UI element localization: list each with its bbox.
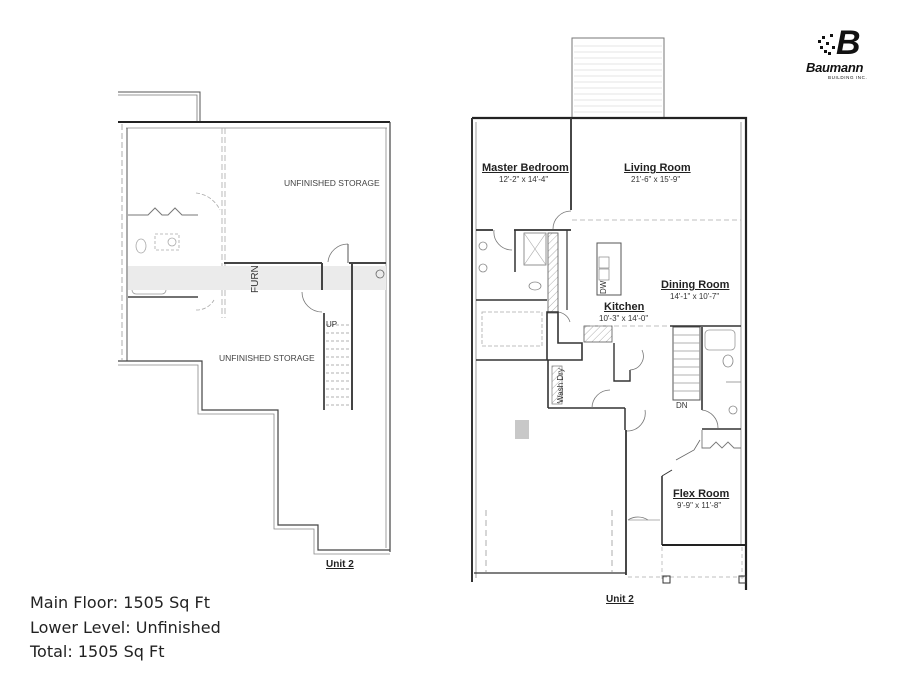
room-dims-master-bedroom: 12'-2" x 14'-4" xyxy=(499,175,549,184)
summary-total: Total: 1505 Sq Ft xyxy=(30,642,165,661)
room-name-living-room: Living Room xyxy=(624,162,691,174)
main-unit-label: Unit 2 xyxy=(606,594,634,605)
lower-room-label-storage-1: UNFINISHED STORAGE xyxy=(284,178,380,188)
summary-lower-level: Lower Level: Unfinished xyxy=(30,617,221,637)
square-footage-summary: Main Floor: 1505 Sq Ft Lower Level: Unfi… xyxy=(30,591,221,665)
main-floor-plan xyxy=(471,37,748,590)
room-name-dining-room: Dining Room xyxy=(661,279,730,291)
summary-main-floor: Main Floor: 1505 Sq Ft xyxy=(30,593,210,612)
room-dims-living-room: 21'-6" x 15'-9" xyxy=(631,175,681,184)
room-name-master-bedroom: Master Bedroom xyxy=(482,162,569,174)
lower-level-plan xyxy=(118,91,391,555)
lower-stairs-label: UP xyxy=(326,320,338,329)
logo-wordmark: Baumann xyxy=(806,60,864,75)
room-name-flex-room: Flex Room xyxy=(673,488,730,500)
room-dims-dining-room: 14'-1" x 10'-7" xyxy=(670,292,720,301)
logo-subtitle: BUILDING INC. xyxy=(828,75,868,80)
svg-text:B: B xyxy=(836,24,861,62)
furnace-label: FURN xyxy=(250,265,261,293)
logo-mark-icon: B xyxy=(818,24,861,62)
baumann-logo: B Baumann BUILDING INC. xyxy=(800,22,890,80)
main-stairs-label: DN xyxy=(676,401,688,410)
room-dims-flex-room: 9'-9" x 11'-8" xyxy=(677,501,722,510)
lower-room-label-storage-2: UNFINISHED STORAGE xyxy=(219,353,315,363)
room-dims-kitchen: 10'-3" x 14'-0" xyxy=(599,314,649,323)
lower-unit-label: Unit 2 xyxy=(326,559,354,570)
dishwasher-label: DW xyxy=(599,280,608,294)
room-name-kitchen: Kitchen xyxy=(604,301,645,313)
laundry-label: Wash Dry xyxy=(556,368,565,403)
